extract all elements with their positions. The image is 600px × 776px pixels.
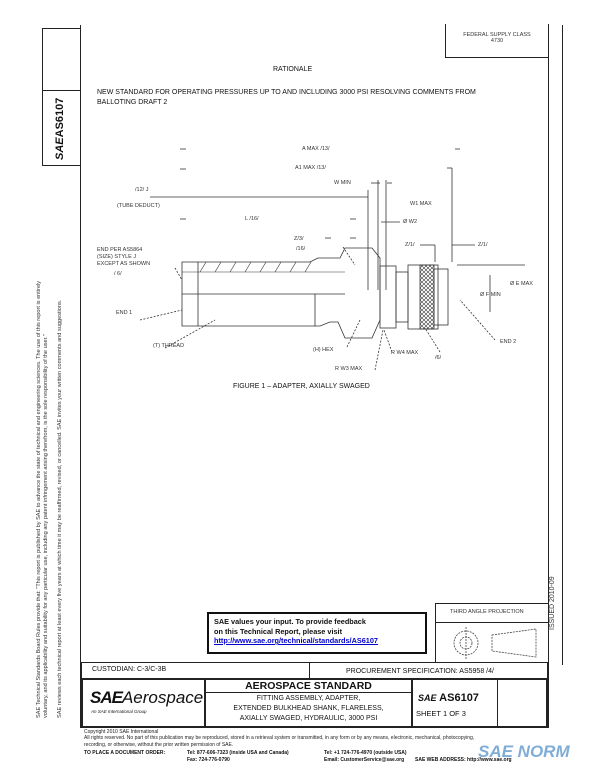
rights-notice-2: recording, or otherwise, without the pri… — [84, 741, 234, 748]
label-z1-right: Z/1/ — [478, 242, 488, 248]
frame-left — [80, 25, 81, 728]
figure-caption: FIGURE 1 – ADAPTER, AXIALLY SWAGED — [233, 383, 370, 390]
label-w2: Ø W2 — [403, 219, 418, 225]
web-address: SAE WEB ADDRESS: http://www.sae.org — [415, 757, 512, 763]
projection-label: THIRD ANGLE PROJECTION — [450, 609, 524, 615]
feedback-text-2: on this Technical Report, please visit — [214, 626, 342, 636]
title-line-1: FITTING ASSEMBLY, ADAPTER, — [256, 695, 361, 702]
adapter-drawing — [139, 148, 525, 371]
tel-inside: Tel: 877-606-7323 (inside USA and Canada… — [187, 750, 289, 756]
supply-class-value: 4730 — [490, 38, 504, 44]
label-end-per: END PER AS5864 — [97, 247, 143, 253]
label-w1-max: W1 MAX — [410, 201, 432, 207]
label-e-max: Ø E MAX — [510, 281, 533, 287]
label-end1: END 1 — [116, 310, 133, 316]
label-except: EXCEPT AS SHOWN — [97, 261, 151, 267]
label-end2: END 2 — [500, 339, 517, 345]
sae-aerospace-logo: SAEAerospace — [90, 688, 203, 708]
title-divider-2 — [411, 678, 413, 728]
title-divider-3 — [497, 678, 498, 728]
procurement-spec: PROCUREMENT SPECIFICATION: AS5958 /4/ — [346, 668, 494, 675]
feedback-text-1: SAE values your input. To provide feedba… — [214, 617, 366, 626]
rationale-text-2: BALLOTING DRAFT 2 — [97, 99, 168, 106]
title-row-divider — [205, 692, 412, 693]
rationale-heading: RATIONALE — [273, 66, 313, 73]
label-size-style: (SIZE) STYLE J — [97, 254, 137, 260]
label-tube-deduct: (TUBE DEDUCT) — [117, 203, 160, 209]
label-r-w4: R W4 MAX — [391, 350, 419, 356]
doc-id: SAE AS6107 — [418, 692, 479, 704]
logo-subtitle: An SAE International Group — [91, 709, 147, 714]
rationale-text-1: NEW STANDARD FOR OPERATING PRESSURES UP … — [97, 89, 476, 96]
label-thread: (T) THREAD — [153, 343, 185, 349]
email: Email: CustomerService@sae.org — [324, 757, 405, 763]
label-w-min: W MIN — [334, 180, 351, 186]
frame-right-inner — [548, 25, 549, 728]
label-note6b: /6/ — [435, 355, 442, 361]
label-f-min: Ø F MIN — [480, 292, 501, 298]
aerospace-standard-heading: AEROSPACE STANDARD — [245, 680, 372, 692]
title-line-2: EXTENDED BULKHEAD SHANK, FLARELESS, — [233, 705, 384, 712]
projection-divider — [436, 622, 548, 623]
sae-norm-watermark: SAE NORM — [478, 742, 570, 761]
title-line-3: AXIALLY SWAGED, HYDRAULIC, 3000 PSI — [239, 715, 378, 722]
label-16: /16/ — [296, 246, 306, 252]
title-doc-number: AS6107 — [439, 692, 479, 704]
label-j: /12/ J — [135, 187, 149, 193]
projection-symbol-icon — [453, 627, 537, 659]
label-r-w3: R W3 MAX — [335, 366, 363, 372]
title-block — [81, 678, 548, 728]
side-tab — [42, 28, 81, 166]
label-a-max: A MAX /13/ — [302, 146, 330, 152]
rights-notice: All rights reserved. No part of this pub… — [84, 735, 475, 742]
fax: Fax: 724-776-0790 — [187, 757, 230, 763]
aerospace-logo-text: Aerospace — [121, 688, 204, 707]
side-tab-divider — [42, 90, 81, 91]
sheet-number: SHEET 1 OF 3 — [416, 709, 466, 718]
custodian-divider — [309, 662, 310, 679]
label-l: L /16/ — [245, 216, 259, 222]
feedback-box: SAE values your input. To provide feedba… — [207, 612, 427, 654]
document-title: FITTING ASSEMBLY, ADAPTER, EXTENDED BULK… — [205, 694, 412, 724]
issued-date: ISSUED 2010-09 — [549, 576, 556, 630]
sae-logo-text: SAE — [90, 688, 123, 707]
title-divider-1 — [204, 678, 206, 728]
custodian: CUSTODIAN: C-3/C-3B — [92, 666, 167, 673]
tel-outside: Tel: +1 724-776-4970 (outside USA) — [324, 750, 407, 756]
label-hex: (H) HEX — [313, 347, 334, 353]
label-z1-left: Z/1/ — [405, 242, 415, 248]
frame-right-outer — [562, 25, 563, 665]
feedback-link[interactable]: http://www.sae.org/technical/standards/A… — [214, 636, 378, 645]
third-angle-projection-box: THIRD ANGLE PROJECTION — [435, 603, 549, 663]
federal-supply-class-box: FEDERAL SUPPLY CLASS 4730 — [445, 24, 549, 58]
copyright: Copyright 2010 SAE International — [84, 729, 159, 735]
label-a1-max: A1 MAX /13/ — [295, 165, 326, 171]
label-z3: Z/3/ — [294, 236, 304, 242]
sae-small-logo: SAE — [418, 693, 437, 703]
footer: Copyright 2010 SAE International All rig… — [84, 729, 474, 748]
label-note6: / 6/ — [114, 271, 122, 277]
supply-class-label: FEDERAL SUPPLY CLASS — [463, 32, 531, 38]
order-label: TO PLACE A DOCUMENT ORDER: — [84, 750, 166, 756]
